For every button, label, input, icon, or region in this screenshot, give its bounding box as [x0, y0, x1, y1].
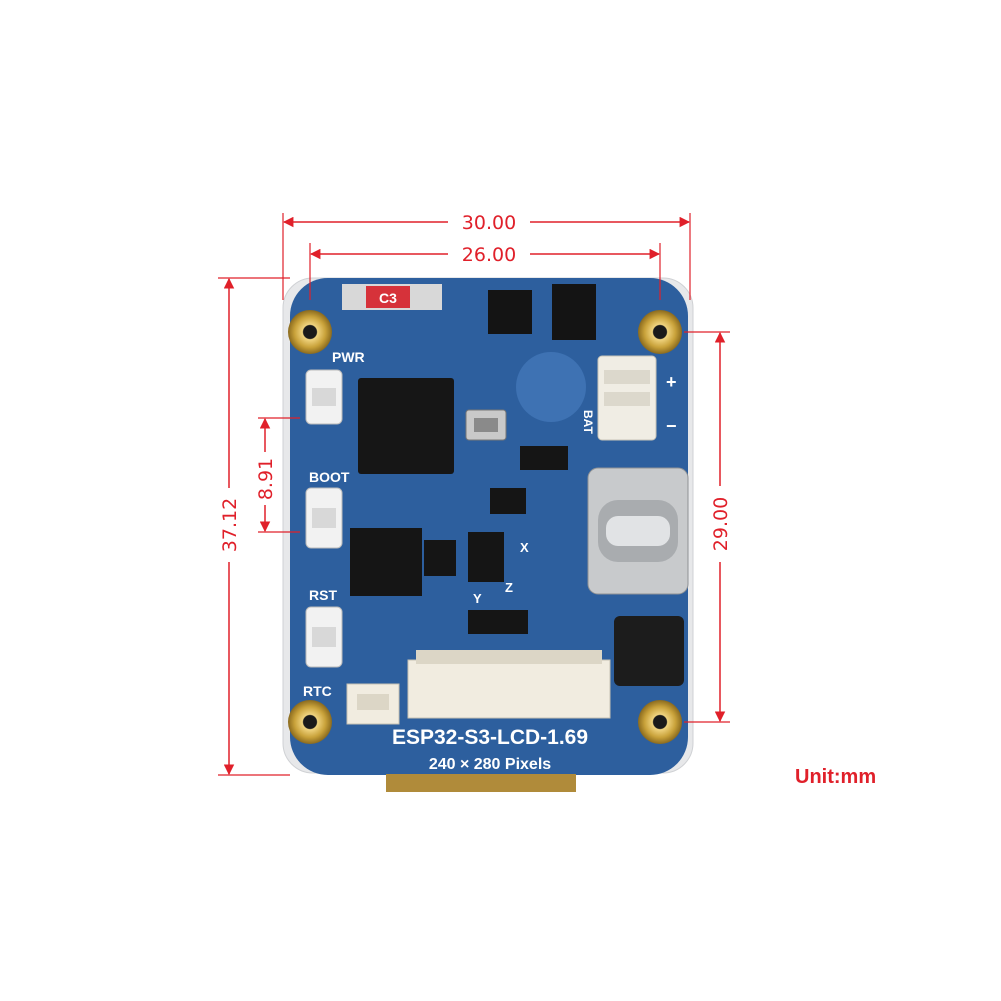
rst-label: RST [309, 587, 337, 603]
mounting-hole-br [638, 700, 682, 744]
overall-width-label: 30.00 [462, 212, 516, 234]
axis-z-label: Z [505, 580, 513, 595]
button-pitch-label: 8.91 [255, 458, 277, 500]
rtc-label: RTC [303, 683, 332, 699]
buzzer [614, 616, 684, 686]
overall-height-label: 37.12 [219, 498, 241, 552]
hole-spacing-y-label: 29.00 [710, 497, 732, 551]
imu-chip [468, 532, 504, 582]
bat-label: BAT [581, 410, 595, 434]
mounting-hole-tl [288, 310, 332, 354]
board-resolution: 240 × 280 Pixels [429, 756, 551, 773]
bat-plus: + [666, 372, 677, 392]
top-chip-b [552, 284, 596, 340]
axis-x-label: X [520, 540, 529, 555]
bat-minus: − [666, 416, 677, 436]
diode [520, 446, 568, 470]
small-chip [490, 488, 526, 514]
c3-label: C3 [379, 290, 397, 306]
boot-label: BOOT [309, 469, 350, 485]
smd-strip [468, 610, 528, 634]
unit-label: Unit:mm [795, 766, 877, 788]
mounting-hole-tr [638, 310, 682, 354]
pwr-label: PWR [332, 349, 365, 365]
fpc-connector [407, 659, 611, 719]
top-chip-a [488, 290, 532, 334]
bottom-connector [386, 774, 576, 792]
blue-pad [516, 352, 586, 422]
mounting-hole-bl [288, 700, 332, 744]
chip-mid [424, 540, 456, 576]
hole-spacing-x-label: 26.00 [462, 244, 516, 266]
esp32-chip [358, 378, 454, 474]
axis-y-label: Y [473, 591, 482, 606]
board-model: ESP32-S3-LCD-1.69 [392, 726, 588, 749]
chip-8pin [350, 528, 422, 596]
